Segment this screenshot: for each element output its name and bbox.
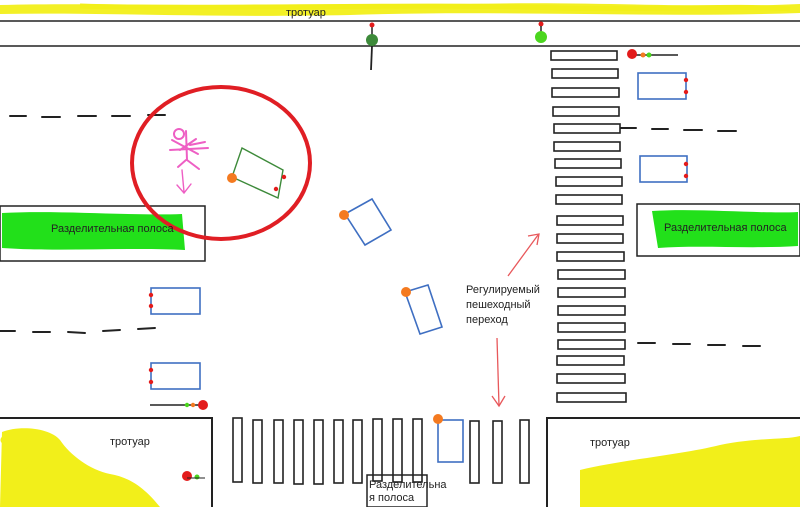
median-bottom-label: Разделительна я полоса xyxy=(369,479,447,505)
yellow-highlight-bottom-right xyxy=(580,436,800,507)
car-left-middle xyxy=(148,287,201,315)
traffic-light-sidewalk-left xyxy=(182,471,205,481)
crosswalk-annotation: Регулируемый пешеходный переход xyxy=(466,283,566,328)
car-right-middle xyxy=(639,155,689,183)
sidewalk-bottom-left-label: тротуар xyxy=(110,436,150,448)
sidewalk-bottom-right-label: тротуар xyxy=(590,437,630,449)
car-center-upper xyxy=(339,197,393,247)
traffic-light-top-right xyxy=(535,21,547,43)
car-right-top xyxy=(637,72,689,100)
median-bottom-label-line2: я полоса xyxy=(369,492,415,504)
crosswalk-bottom xyxy=(232,417,530,485)
sidewalk-bottom-right xyxy=(546,417,800,507)
car-left-bottom xyxy=(148,362,201,390)
crosswalk-arrows xyxy=(491,233,540,408)
accident-zone xyxy=(130,85,312,241)
car-bottom-crosswalk xyxy=(433,414,464,463)
pedestrian-icon xyxy=(169,128,209,195)
median-left-label: Разделительная полоса xyxy=(51,223,174,235)
median-bottom xyxy=(366,474,428,507)
median-right xyxy=(636,203,800,257)
crosswalk-annotation-line1: Регулируемый xyxy=(466,284,540,296)
sidewalk-top-label: тротуар xyxy=(286,7,326,19)
traffic-light-bottom-left xyxy=(150,400,208,410)
median-right-label: Разделительная полоса xyxy=(664,222,787,234)
crosswalk-annotation-line3: переход xyxy=(466,314,508,326)
crosswalk-annotation-line2: пешеходный xyxy=(466,299,531,311)
median-bottom-label-line1: Разделительна xyxy=(369,479,447,491)
accident-circle xyxy=(130,85,312,241)
car-center-lower xyxy=(401,284,444,335)
sidewalk-bottom-left xyxy=(0,417,213,507)
traffic-light-top-left xyxy=(366,22,378,71)
crosswalk-right xyxy=(550,50,627,403)
green-car xyxy=(227,146,287,200)
traffic-light-right xyxy=(627,49,678,59)
sidewalk-top xyxy=(0,3,800,47)
